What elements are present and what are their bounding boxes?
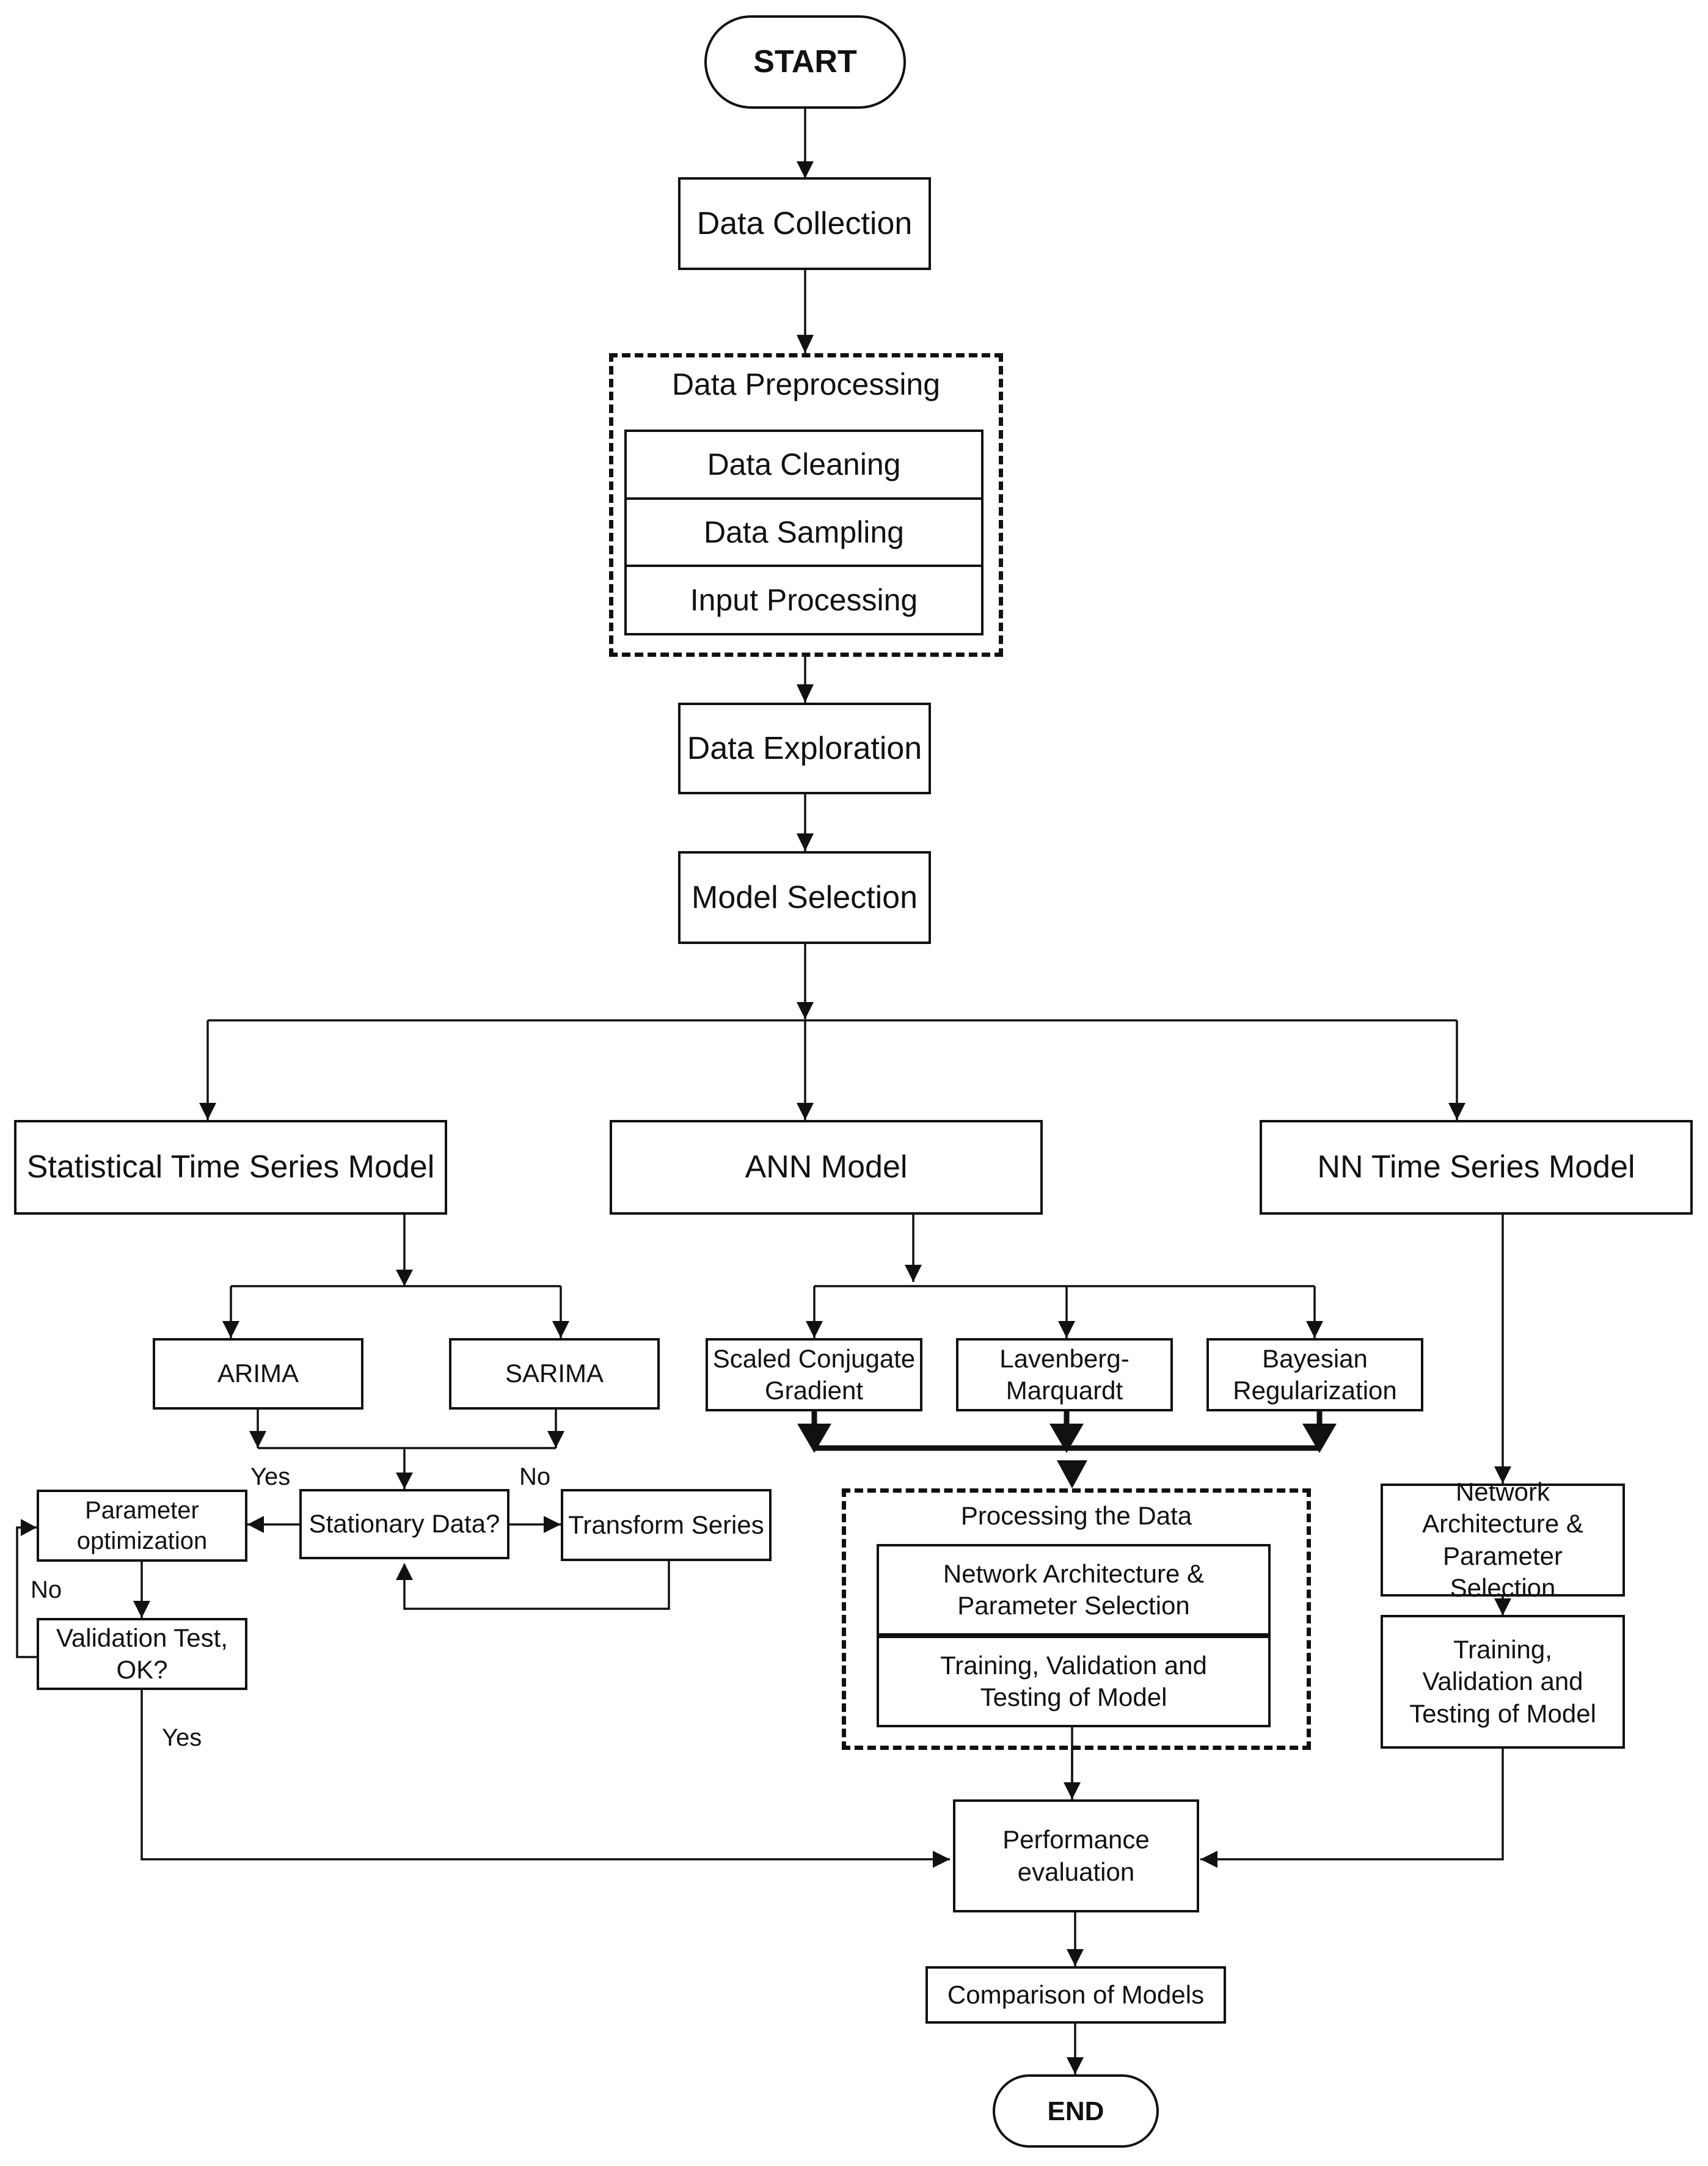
sarima-box: SARIMA	[449, 1338, 660, 1410]
edge-validation-performance	[141, 1690, 950, 1860]
edge-ann-branch	[813, 1215, 1316, 1338]
arrowhead	[905, 1265, 922, 1282]
edge-statistical-branch	[230, 1215, 562, 1338]
arrowhead	[21, 1519, 37, 1536]
no-label-stationary: No	[519, 1463, 551, 1490]
validation-test-decision: Validation Test, OK?	[37, 1618, 247, 1690]
arrowhead	[199, 1103, 216, 1120]
edge-nntrain-performance	[1200, 1749, 1504, 1860]
model-selection-box: Model Selection	[678, 851, 931, 944]
ann-training-validation-box: Training, Validation and Testing of Mode…	[877, 1636, 1271, 1727]
arrowhead	[547, 1431, 564, 1448]
ann-network-architecture-box: Network Architecture & Parameter Selecti…	[877, 1544, 1271, 1636]
edge-transform-loop	[403, 1561, 670, 1610]
arrowhead	[797, 335, 814, 353]
arrowhead	[247, 1516, 264, 1533]
yes-label-validation: Yes	[162, 1724, 202, 1751]
arrowhead	[1067, 2057, 1084, 2074]
arrowhead	[1057, 1460, 1087, 1488]
nn-ts-model-box: NN Time Series Model	[1260, 1120, 1693, 1215]
bayesian-regularization-box: Bayesian Regularization	[1206, 1338, 1423, 1411]
arrowhead	[1049, 1424, 1084, 1453]
arrowhead	[1494, 1598, 1511, 1615]
arrowhead	[249, 1431, 266, 1448]
edge-arima-merge	[257, 1410, 557, 1489]
processing-the-data-title: Processing the Data	[960, 1501, 1192, 1530]
end-terminal: END	[993, 2074, 1159, 2148]
arrowhead	[797, 1103, 814, 1120]
arrowhead	[806, 1321, 823, 1338]
data-collection-box: Data Collection	[678, 177, 931, 270]
stationary-data-decision: Stationary Data?	[299, 1489, 509, 1559]
input-processing-box: Input Processing	[624, 565, 984, 635]
arrowhead	[1200, 1851, 1217, 1868]
arrowhead	[133, 1601, 150, 1618]
data-exploration-box: Data Exploration	[678, 703, 931, 794]
transform-series-box: Transform Series	[561, 1489, 772, 1561]
arrowhead	[1067, 1949, 1084, 1966]
arrowhead	[1448, 1103, 1465, 1120]
nn-network-architecture-box: Network Architecture & Parameter Selecti…	[1381, 1477, 1625, 1602]
arrowhead	[797, 684, 814, 703]
data-preprocessing-group	[609, 353, 1003, 657]
arrowhead	[544, 1516, 561, 1533]
comparison-of-models-box: Comparison of Models	[925, 1966, 1226, 2024]
arrowhead	[797, 833, 814, 851]
performance-evaluation-box: Performance evaluation	[953, 1799, 1199, 1912]
ann-model-box: ANN Model	[610, 1120, 1043, 1215]
arrowhead	[933, 1851, 950, 1868]
arrowhead	[396, 1473, 413, 1489]
arrowhead	[797, 1424, 831, 1453]
arrowhead	[222, 1321, 239, 1338]
arima-box: ARIMA	[153, 1338, 363, 1410]
parameter-optimization-box: Parameter optimization	[37, 1490, 247, 1562]
arrowhead	[1058, 1321, 1075, 1338]
arrowhead	[552, 1321, 569, 1338]
arrowhead	[1064, 1782, 1081, 1799]
no-label-validation: No	[31, 1576, 62, 1603]
arrowhead	[797, 161, 814, 178]
processing-the-data-group	[842, 1488, 1311, 1750]
arrowhead	[396, 1563, 413, 1580]
nn-training-validation-box: Training, Validation and Testing of Mode…	[1381, 1615, 1625, 1749]
scaled-conjugate-gradient-box: Scaled Conjugate Gradient	[706, 1338, 922, 1411]
arrowhead	[797, 1002, 814, 1019]
data-preprocessing-title: Data Preprocessing	[671, 367, 941, 401]
data-cleaning-box: Data Cleaning	[624, 430, 984, 500]
yes-label-stationary: Yes	[250, 1463, 291, 1490]
arrowhead	[396, 1270, 413, 1286]
arrowhead	[1306, 1321, 1323, 1338]
lavenberg-marquardt-box: Lavenberg-Marquardt	[956, 1338, 1173, 1411]
arrowhead	[1494, 1466, 1511, 1484]
data-sampling-box: Data Sampling	[624, 497, 984, 567]
arrowhead	[1302, 1424, 1337, 1453]
start-terminal: START	[704, 15, 906, 109]
edge-selection-branch	[208, 944, 1457, 1022]
statistical-model-box: Statistical Time Series Model	[14, 1120, 447, 1215]
